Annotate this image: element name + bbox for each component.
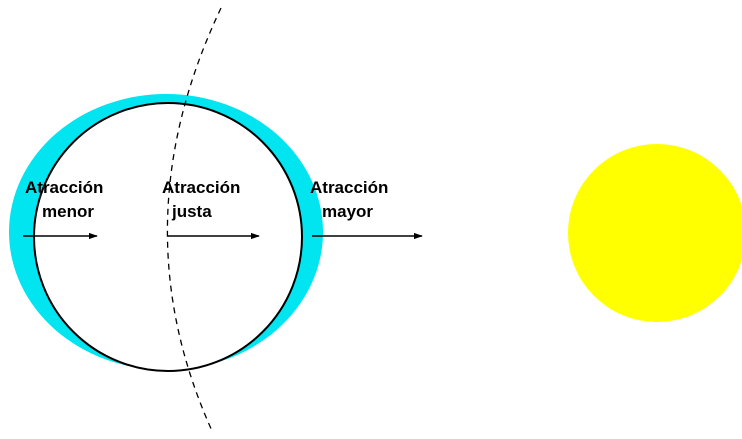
label-center-line1: Atracción [162, 178, 240, 197]
earth [33, 102, 303, 372]
orbit-path [166, 7, 222, 434]
label-center-line2: justa [171, 202, 212, 221]
sun [568, 144, 742, 322]
label-left-line2: menor [42, 202, 94, 221]
label-left-line1: Atracción [25, 178, 103, 197]
label-right-line2: mayor [322, 202, 373, 221]
label-right-line1: Atracción [310, 178, 388, 197]
